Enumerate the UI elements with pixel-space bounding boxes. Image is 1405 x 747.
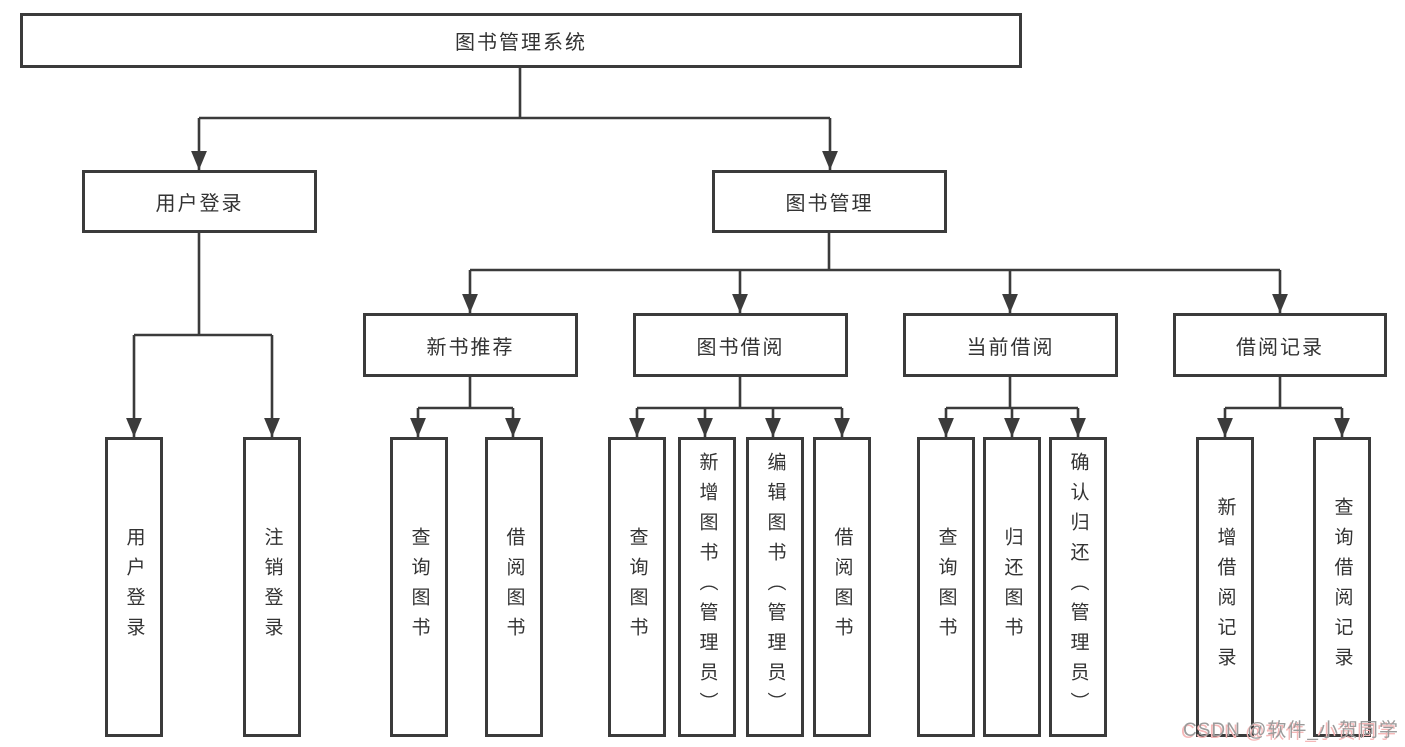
leaf-user-login: 用户登录: [105, 437, 163, 737]
leaf-query-books-3: 查询图书: [917, 437, 975, 737]
leaf-edit-books-admin: 编辑图书（管理员）: [746, 437, 804, 737]
csdn-watermark: CSDN @软件_小贺同学: [1183, 720, 1399, 741]
node-borrow-records: 借阅记录: [1173, 313, 1387, 377]
node-library-management-system: 图书管理系统: [20, 13, 1022, 68]
node-book-borrow: 图书借阅: [633, 313, 848, 377]
leaf-logout: 注销登录: [243, 437, 301, 737]
connector-segments: [134, 68, 1342, 410]
leaf-add-borrow-record: 新增借阅记录: [1196, 437, 1254, 737]
leaf-add-books-admin: 新增图书（管理员）: [678, 437, 736, 737]
arrowheads: [126, 118, 1350, 437]
leaf-query-books-1: 查询图书: [390, 437, 448, 737]
node-book-management: 图书管理: [712, 170, 947, 233]
leaf-return-books: 归还图书: [983, 437, 1041, 737]
node-current-borrow: 当前借阅: [903, 313, 1118, 377]
leaf-borrow-books-1: 借阅图书: [485, 437, 543, 737]
leaf-query-borrow-record: 查询借阅记录: [1313, 437, 1371, 737]
leaf-borrow-books-2: 借阅图书: [813, 437, 871, 737]
leaf-query-books-2: 查询图书: [608, 437, 666, 737]
node-user-login: 用户登录: [82, 170, 317, 233]
leaf-confirm-return-admin: 确认归还（管理员）: [1049, 437, 1107, 737]
node-new-book-recommend: 新书推荐: [363, 313, 578, 377]
